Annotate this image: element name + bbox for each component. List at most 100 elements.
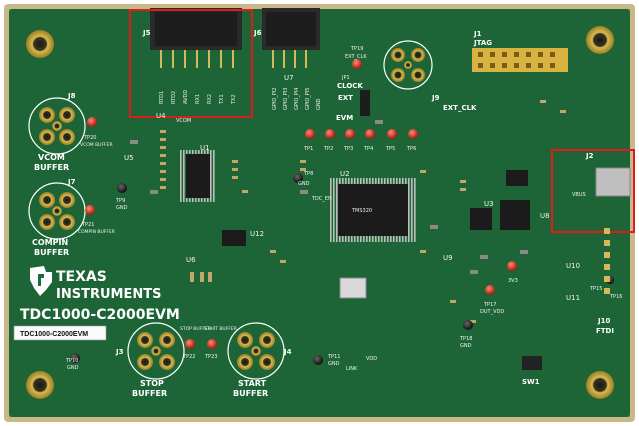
dut-vdd-label: DUT_VDD <box>480 309 504 315</box>
j6-pin-label: GND <box>316 98 322 110</box>
vbus-label: VBUS <box>572 192 586 198</box>
jp1-label: JP1 <box>341 75 350 81</box>
tp20-desc: VCOM BUFFER <box>80 142 113 148</box>
j7-label1: COMPIN <box>32 238 68 247</box>
j9-ref: J9 <box>431 94 440 102</box>
vdd-label: VDD <box>366 356 377 362</box>
stop-buffer-small: STOP BUFFER <box>180 326 211 332</box>
j6-pin-label: GPIO_PI2 <box>272 88 278 110</box>
vcom-label: VCOM <box>176 118 191 124</box>
tp18-label: TP18 <box>459 336 472 342</box>
brand-line2: INSTRUMENTS <box>56 287 161 302</box>
sma-j4 <box>227 322 285 380</box>
ic-ref-label: U6 <box>186 256 196 264</box>
ic-u3 <box>470 208 492 230</box>
ic-u8 <box>500 200 530 230</box>
tp11-gnd: GND <box>328 361 340 367</box>
sw1-label: SW1 <box>522 378 540 386</box>
usb-connector-j2 <box>595 167 631 197</box>
mcu-u2: TMS320 <box>330 178 416 242</box>
tp18-gnd: GND <box>460 343 472 349</box>
ic-ref-label: U10 <box>566 262 580 270</box>
j9-label: EXT_CLK <box>443 104 477 112</box>
jtag-header-j1 <box>472 48 568 72</box>
tp21-desc: COMPIN BUFFER <box>78 229 115 235</box>
svg-text:TMS320: TMS320 <box>351 208 372 214</box>
tp23-label: TP23 <box>204 354 217 360</box>
tp10-gnd: GND <box>67 365 79 371</box>
tp-row-label: TP6 <box>406 146 416 152</box>
mounting-holes <box>26 26 614 399</box>
j8-ref: J8 <box>67 92 76 100</box>
test-points-black <box>70 173 614 365</box>
tp17-label: TP17 <box>483 302 496 308</box>
ic-ref-label: U4 <box>156 112 166 120</box>
tdc-en-label: TDC_EN <box>311 196 332 202</box>
tp-row-label: TP4 <box>363 146 373 152</box>
j5-pin-label: RX1 <box>195 94 201 104</box>
ic-ref-label: U11 <box>566 294 580 302</box>
ti-logo-icon <box>30 266 52 296</box>
j5-pin-label: TX2 <box>231 94 237 105</box>
j5-pin-label: RTD2 <box>171 91 177 104</box>
j5-pin-label: RX2 <box>207 94 213 104</box>
j10-ref: J10 <box>597 317 610 325</box>
ic-ref-label: U2 <box>340 170 350 178</box>
tp9-label: TP9 <box>115 198 125 204</box>
jumper-jp1[interactable] <box>360 90 370 116</box>
tdc-u1 <box>180 150 216 202</box>
smd-components <box>160 100 566 323</box>
sma-j7 <box>28 182 86 240</box>
ext-label: EXT <box>338 94 353 102</box>
j1-label: JTAG <box>473 39 492 47</box>
j5-pin-label: AVDD <box>183 90 189 104</box>
tp20-label: TP20 <box>83 135 96 141</box>
ext-clk-small-label: EXT_CLK <box>345 54 367 60</box>
ic-ref-label: U5 <box>124 154 134 162</box>
j2-ref: J2 <box>585 152 594 160</box>
sticker-text: TDC1000-C2000EVM <box>20 331 88 338</box>
j6-pin-label: GPIO_PI5 <box>305 88 311 110</box>
j6-pin-label: GPIO_PI3 <box>283 88 289 110</box>
link-label: LINK <box>346 366 358 372</box>
sma-j8 <box>28 97 86 155</box>
j8-label2: BUFFER <box>34 163 69 172</box>
ic-u7 <box>506 170 528 186</box>
tp21-label: TP21 <box>81 222 94 228</box>
push-button-sw1[interactable] <box>522 356 542 370</box>
evm-label: EVM <box>336 114 353 122</box>
j1-ref: J1 <box>473 30 482 38</box>
tp19-label: TP19 <box>350 46 363 52</box>
tp-row-label: TP1 <box>303 146 313 152</box>
j4-ref: J4 <box>283 348 292 356</box>
sma-j9 <box>383 40 433 90</box>
sticker <box>13 325 107 341</box>
clock-label: CLOCK <box>337 82 363 90</box>
tp22-label: TP22 <box>182 354 195 360</box>
v33-label: 3V3 <box>508 278 518 284</box>
tp11-label: TP11 <box>327 354 340 360</box>
highlight-box-j5 <box>129 9 253 118</box>
ic-ref-label: U3 <box>484 200 494 208</box>
ic-ref-label: U8 <box>540 212 550 220</box>
j7-label2: BUFFER <box>34 248 69 257</box>
ic-ref-label: U7 <box>284 74 294 82</box>
ic-ref-label: U1 <box>200 144 210 152</box>
j5-pin-label: TX1 <box>219 94 225 105</box>
start-buffer-small: START BUFFER <box>204 326 237 332</box>
j10-label: FTDI <box>596 327 614 335</box>
j6-ref: J6 <box>253 29 262 37</box>
j7-ref: J7 <box>67 178 76 186</box>
crystal-y1 <box>339 277 367 299</box>
tp15-label: TP15 <box>589 286 602 292</box>
j3-label1: STOP <box>140 379 164 388</box>
tp10-label: TP10 <box>65 358 78 364</box>
header-j5 <box>150 8 242 68</box>
ceramic-caps <box>130 120 528 274</box>
pcb <box>9 9 630 417</box>
header-j6 <box>262 8 320 68</box>
